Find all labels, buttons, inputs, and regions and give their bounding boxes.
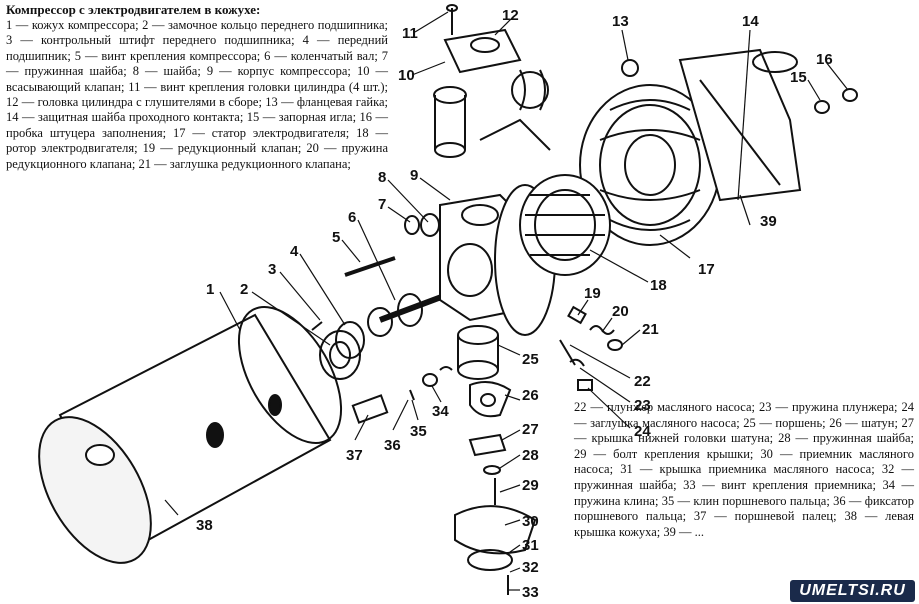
- callout-17: 17: [698, 261, 715, 278]
- callout-33: 33: [522, 584, 539, 601]
- callout-8: 8: [378, 169, 386, 186]
- callout-36: 36: [384, 437, 401, 454]
- callout-7: 7: [378, 196, 386, 213]
- piston-part: [457, 325, 499, 380]
- callout-18: 18: [650, 277, 667, 294]
- legend-bottom: 22 — плунжер масляного насоса; 23 — пруж…: [574, 400, 914, 539]
- callout-21: 21: [642, 321, 659, 338]
- callout-35: 35: [410, 423, 427, 440]
- callout-9: 9: [410, 167, 418, 184]
- rear-cover-part: [678, 48, 802, 202]
- callout-38: 38: [196, 517, 213, 534]
- callout-24: 24: [634, 423, 651, 440]
- callout-32: 32: [522, 559, 539, 576]
- callout-4: 4: [290, 243, 299, 260]
- callout-15: 15: [790, 69, 807, 86]
- screw-part: [344, 256, 396, 277]
- callout-2: 2: [240, 281, 248, 298]
- callout-14: 14: [742, 13, 759, 30]
- needle-part: [814, 100, 830, 114]
- compressor-body-part: [439, 184, 556, 336]
- callout-10: 10: [398, 67, 415, 84]
- callout-34: 34: [432, 403, 449, 420]
- callout-31: 31: [522, 537, 539, 554]
- bearing-parts: [311, 321, 365, 380]
- legend-top: 1 — кожух компрессора; 2 — замочное коль…: [6, 18, 388, 171]
- rotor-part: [519, 174, 611, 276]
- callout-29: 29: [522, 477, 539, 494]
- callout-26: 26: [522, 387, 539, 404]
- callout-16: 16: [816, 51, 833, 68]
- piston-pin-parts: [351, 366, 453, 424]
- site-watermark-logo: UMELTSI.RU: [790, 580, 915, 602]
- leader-lines: [164, 11, 849, 591]
- callout-1: 1: [206, 281, 214, 298]
- callout-3: 3: [268, 261, 276, 278]
- callout-23: 23: [634, 397, 651, 414]
- callout-28: 28: [522, 447, 539, 464]
- conrod-and-pickup-parts: [454, 380, 537, 595]
- compressor-housing-part: [38, 306, 343, 564]
- callout-6: 6: [348, 209, 356, 226]
- cylinder-head-part: [433, 4, 551, 158]
- washer-part: [404, 215, 420, 235]
- diagram-title: Компрессор с электродвигателем в кожухе:: [6, 2, 261, 17]
- callout-11: 11: [402, 25, 418, 42]
- callout-19: 19: [584, 285, 601, 302]
- callout-27: 27: [522, 421, 539, 438]
- callout-5: 5: [332, 229, 340, 246]
- callout-12: 12: [502, 7, 519, 24]
- valve-parts: [559, 305, 623, 391]
- callout-37: 37: [346, 447, 363, 464]
- callout-20: 20: [612, 303, 629, 320]
- callout-13: 13: [612, 13, 629, 30]
- plug-part: [842, 88, 858, 102]
- callout-22: 22: [634, 373, 651, 390]
- flange-nut-part: [621, 59, 639, 77]
- callout-25: 25: [522, 351, 539, 368]
- callout-39: 39: [760, 213, 777, 230]
- callout-30: 30: [522, 513, 539, 530]
